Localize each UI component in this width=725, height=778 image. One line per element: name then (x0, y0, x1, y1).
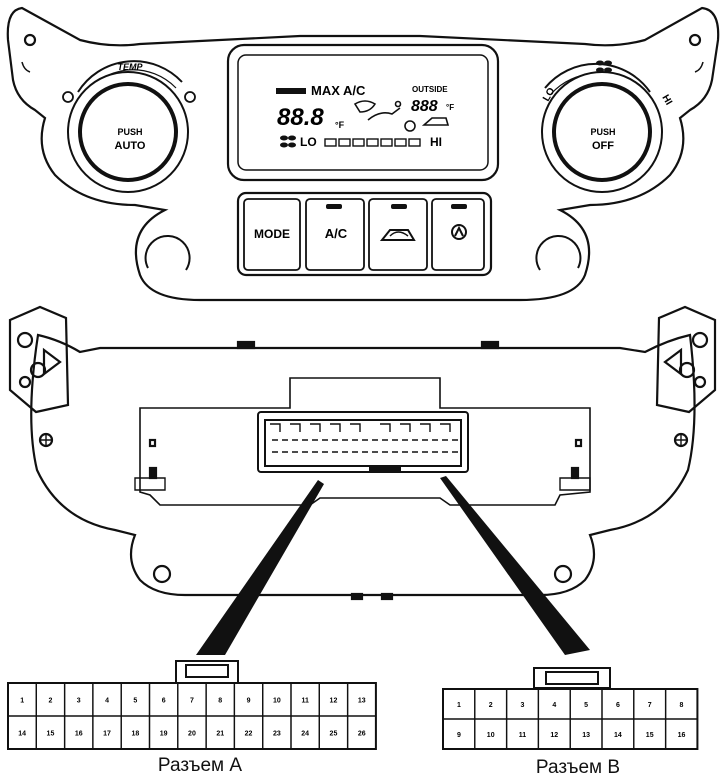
connector-b-latch (533, 667, 611, 689)
rear-socket (257, 411, 469, 473)
connector-a-pin-label: 12 (330, 698, 338, 705)
outside-unit: °F (446, 103, 454, 112)
front-panel (6, 6, 720, 302)
connector-a-pin-label: 14 (18, 731, 26, 738)
connector-b-pin-label: 2 (489, 702, 493, 709)
connector-a-pin-label: 11 (301, 698, 309, 705)
connector-a-pin-label: 8 (218, 698, 222, 705)
connector-a-pin-label: 18 (131, 731, 139, 738)
connector-a-pin-label: 17 (103, 731, 111, 738)
recirculation-button[interactable] (368, 198, 428, 271)
ac-button-label: A/C (325, 226, 348, 241)
connector-a-pin-label: 7 (190, 698, 194, 705)
connector-b-pin-label: 7 (648, 702, 652, 709)
connector-a-pin-label: 22 (245, 731, 253, 738)
mode-button[interactable] (243, 198, 301, 271)
connector-b-pin-label: 6 (616, 702, 620, 709)
connector-b-pin-label: 9 (457, 732, 461, 739)
outside-indicator: OUTSIDE (412, 85, 448, 94)
temp-digits: 88.8 (277, 104, 324, 131)
display-fan-hi: HI (430, 135, 442, 149)
temp-unit: °F (335, 120, 345, 130)
temp-label: TEMP (117, 62, 143, 72)
mode-symbols-icon (353, 100, 450, 132)
defrost-icon (451, 224, 467, 240)
connector-b-pin-label: 11 (519, 732, 527, 739)
connector-a-pin-label: 19 (160, 731, 168, 738)
fan-hi-label: HI (659, 93, 674, 107)
max-ac-indicator: MAX A/C (311, 83, 366, 98)
connector-b-pin-label: 12 (550, 732, 558, 739)
mode-button-label: MODE (254, 227, 290, 241)
recirculation-icon (379, 229, 416, 241)
connector-a-pin-label: 9 (247, 698, 251, 705)
connector-b-pin-label: 5 (584, 702, 588, 709)
fan-knob[interactable] (541, 62, 663, 193)
ac-button[interactable] (305, 198, 365, 271)
connector-a-pin-label: 1 (20, 698, 24, 705)
connector-b-pin-label: 4 (552, 702, 556, 709)
display-fan-icon (280, 135, 296, 148)
connector-b-caption: Разъем B (536, 757, 620, 778)
connector-a-pin-label: 16 (75, 731, 83, 738)
connector-a-latch (175, 660, 239, 684)
connector-b-pin-label: 14 (614, 732, 622, 739)
connector-b-pin-label: 15 (646, 732, 654, 739)
callout-connector-b (440, 476, 590, 655)
display-fan-lo: LO (300, 135, 317, 149)
connector-a-pin-label: 3 (77, 698, 81, 705)
connector-a-pin-label: 26 (358, 731, 366, 738)
connector-a-pin-label: 13 (358, 698, 366, 705)
connector-b-pin-label: 16 (678, 732, 686, 739)
connector-a-pin-label: 15 (47, 731, 55, 738)
connector-b-pin-label: 3 (521, 702, 525, 709)
left-knob-push-label: PUSH (117, 127, 142, 137)
defrost-button[interactable] (431, 198, 485, 271)
connector-a-pin-label: 21 (216, 731, 224, 738)
connector-a-pin-label: 5 (133, 698, 137, 705)
connector-b-pin-label: 10 (487, 732, 495, 739)
fan-icon (596, 60, 612, 73)
fan-speed-bar (324, 138, 421, 147)
connector-b-pin-label: 8 (680, 702, 684, 709)
rear-panel (8, 305, 717, 601)
connector-a-pin-label: 6 (162, 698, 166, 705)
connector-a-pin-label: 25 (330, 731, 338, 738)
connector-a-pin-label: 23 (273, 731, 281, 738)
connector-a-pin-label: 20 (188, 731, 196, 738)
connector-a-pin-label: 2 (48, 698, 52, 705)
connector-a-pin-label: 24 (301, 731, 309, 738)
connector-a-pin-cell (346, 715, 377, 750)
connector-a-caption: Разъем A (158, 755, 242, 776)
callout-connector-a (196, 480, 324, 655)
outside-digits: 888 (411, 98, 438, 115)
connector-b-pin-cell (664, 718, 699, 750)
connector-a-pin-label: 10 (273, 698, 281, 705)
connector-a-pin-label: 4 (105, 698, 109, 705)
temp-knob[interactable] (62, 60, 196, 193)
connector-b-pin-label: 1 (457, 702, 461, 709)
connector-b-pin-label: 13 (582, 732, 590, 739)
left-knob-auto-label: AUTO (115, 140, 146, 152)
right-knob-push-label: PUSH (590, 127, 615, 137)
right-knob-off-label: OFF (592, 140, 614, 152)
